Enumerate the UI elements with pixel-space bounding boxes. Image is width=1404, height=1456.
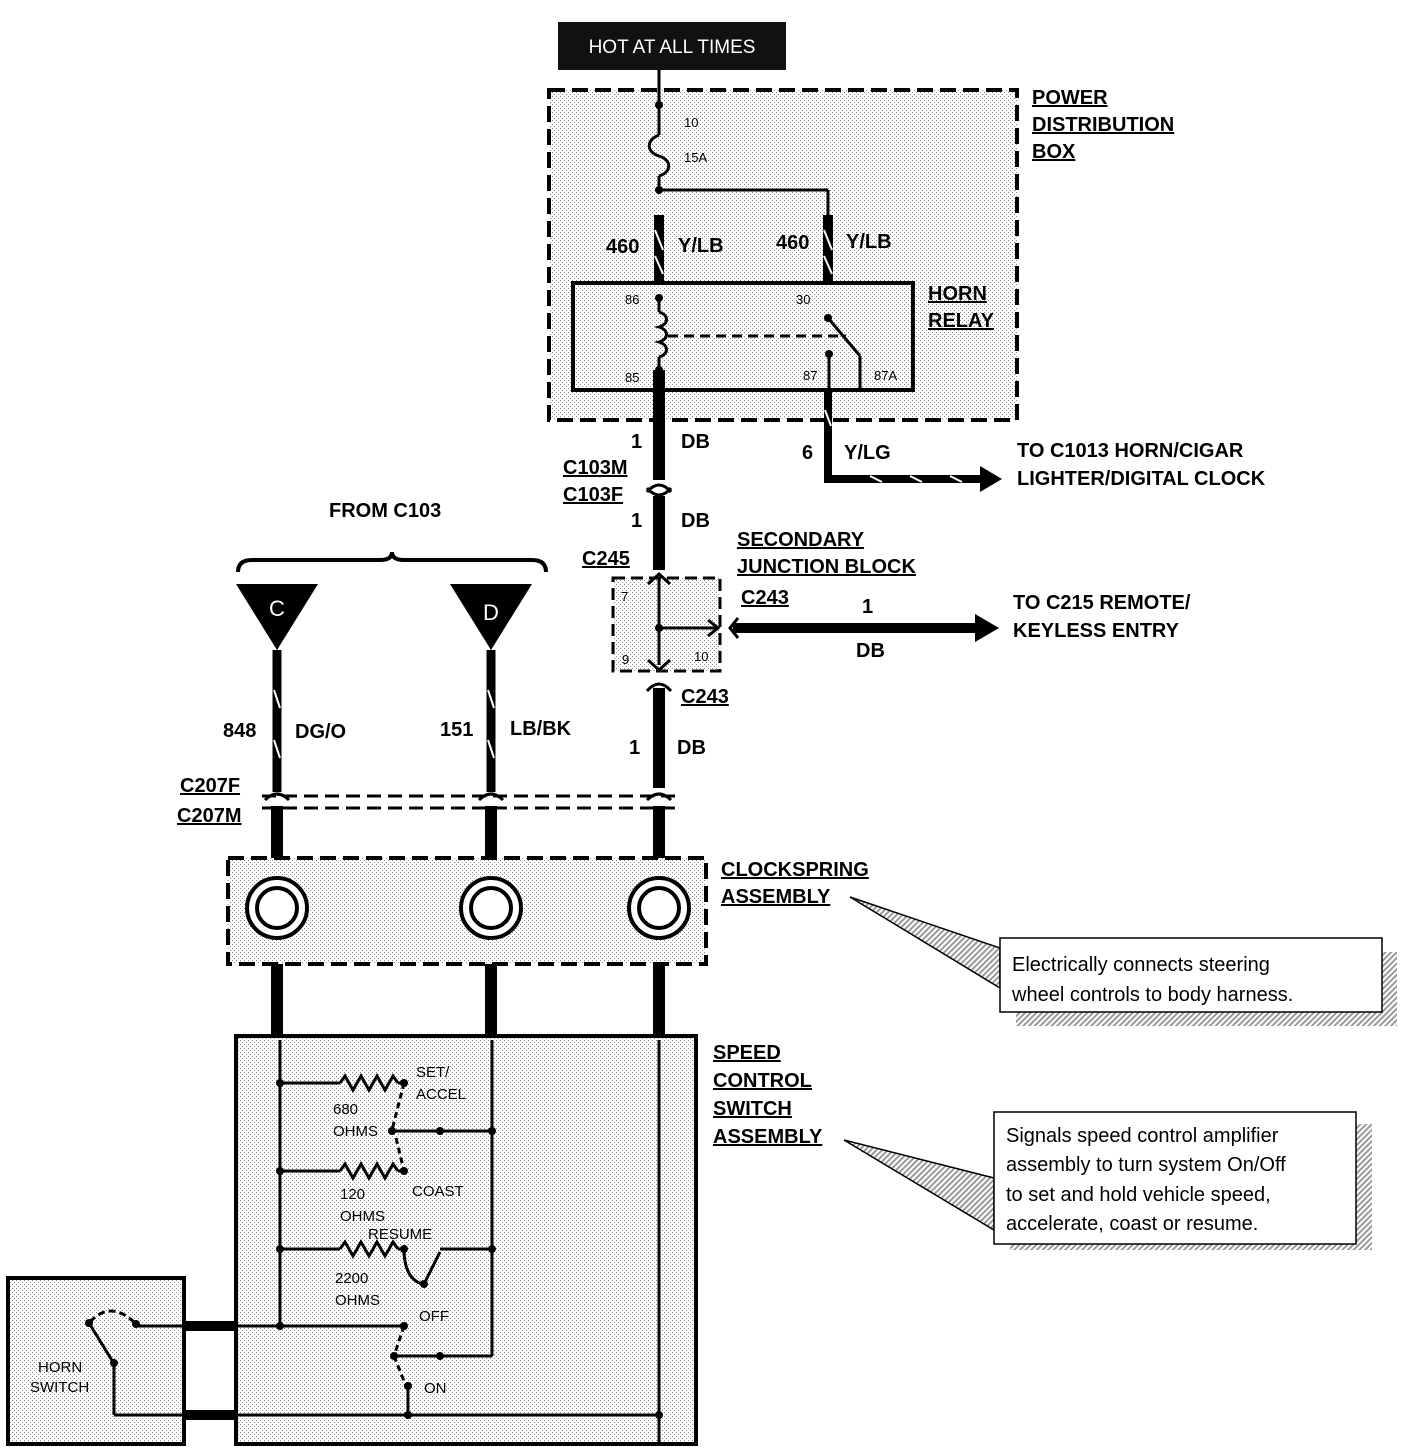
- wire-848-color: DG/O: [295, 721, 346, 743]
- c103-pin-d: D: [483, 600, 499, 625]
- set-accel-line1: SET/: [416, 1064, 450, 1081]
- hot-at-all-times-banner: HOT AT ALL TIMES: [558, 22, 786, 70]
- speed-control-callout: Signals speed control amplifier assembly…: [843, 1111, 1372, 1250]
- resume-label: RESUME: [368, 1226, 432, 1243]
- dest-horn-cigar-line1: TO C1013 HORN/CIGAR: [1017, 440, 1244, 462]
- wire-1-lower-circuit: 1: [629, 737, 640, 759]
- scs-title-line2: CONTROL: [713, 1070, 812, 1092]
- clockspring-assembly: CLOCKSPRING ASSEMBLY: [226, 856, 869, 1036]
- scs-note-line1: Signals speed control amplifier: [1006, 1125, 1279, 1147]
- connector-c103m-label: C103M: [563, 457, 627, 479]
- wire-1-relay-circuit: 1: [631, 431, 642, 453]
- relay-pin-30: 30: [796, 292, 810, 307]
- connector-c207f-label: C207F: [180, 775, 240, 797]
- scs-title-line4: ASSEMBLY: [713, 1126, 823, 1148]
- off-label: OFF: [419, 1308, 449, 1325]
- relay-pin-87: 87: [803, 368, 817, 383]
- from-c103: FROM C103 C D: [236, 500, 548, 650]
- fuse-rating: 15A: [684, 150, 707, 165]
- horn-relay: HORN RELAY 86 85 30 87 87A: [571, 281, 995, 392]
- connector-c243-top-label: C243: [741, 587, 789, 609]
- wire-1-mid-circuit: 1: [631, 510, 642, 532]
- c103-pin-c: C: [269, 596, 285, 621]
- relay-pin-85: 85: [625, 370, 639, 385]
- resistor-2200-value: 2200: [335, 1270, 368, 1287]
- wire-460-left-circuit: 460: [606, 236, 639, 258]
- clockspring-title-line2: ASSEMBLY: [721, 886, 831, 908]
- clockspring-note-line2: wheel controls to body harness.: [1011, 984, 1293, 1006]
- pdb-title-line2: DISTRIBUTION: [1032, 114, 1174, 136]
- connector-c103: C103M C103F: [563, 457, 673, 506]
- wire-1-remote: 1 DB TO C215 REMOTE/ KEYLESS ENTRY: [728, 592, 1191, 662]
- horn-relay-title-line2: RELAY: [928, 310, 995, 332]
- wire-6: 6 Y/LG TO C1013 HORN/CIGAR LIGHTER/DIGIT…: [802, 390, 1266, 492]
- set-accel-line2: ACCEL: [416, 1086, 466, 1103]
- resistor-120-unit: OHMS: [340, 1208, 385, 1225]
- wire-848-circuit: 848: [223, 720, 256, 742]
- wire-151-color: LB/BK: [510, 718, 572, 740]
- wire-1-lower-color: DB: [677, 737, 706, 759]
- horn-switch: HORN SWITCH: [6, 1276, 236, 1446]
- resistor-120-value: 120: [340, 1186, 365, 1203]
- dest-remote-entry-line2: KEYLESS ENTRY: [1013, 620, 1180, 642]
- scs-title-line1: SPEED: [713, 1042, 781, 1064]
- wire-460-left-color: Y/LB: [678, 235, 724, 257]
- connector-c207: C207F C207M: [177, 775, 675, 858]
- horn-switch-title-line2: SWITCH: [30, 1379, 89, 1396]
- wire-1-mid: 1 DB C245: [582, 496, 710, 570]
- on-label: ON: [424, 1380, 447, 1397]
- scs-note-line4: accelerate, coast or resume.: [1006, 1213, 1258, 1235]
- resistor-680-value: 680: [333, 1101, 358, 1118]
- wire-1-lower: C243 1 DB: [629, 682, 729, 788]
- wire-1-mid-color: DB: [681, 510, 710, 532]
- wire-460-pair: 460 Y/LB 460 Y/LB: [606, 188, 892, 283]
- wire-848-151: 848 DG/O 151 LB/BK: [223, 650, 572, 792]
- connector-c243-bottom-label: C243: [681, 686, 729, 708]
- relay-pin-87a: 87A: [874, 368, 897, 383]
- sjb-title-line2: JUNCTION BLOCK: [737, 556, 916, 578]
- wire-1-relay: 1 DB: [631, 370, 710, 480]
- speed-control-switch-assembly: SPEED CONTROL SWITCH ASSEMBLY SET/ ACCEL…: [190, 1034, 823, 1446]
- wire-151-circuit: 151: [440, 719, 473, 741]
- resistor-680-unit: OHMS: [333, 1123, 378, 1140]
- sjb-pin-10: 10: [694, 649, 708, 664]
- scs-note-line3: to set and hold vehicle speed,: [1006, 1184, 1271, 1206]
- hot-at-all-times-label: HOT AT ALL TIMES: [589, 37, 756, 58]
- wire-6-color: Y/LG: [844, 442, 891, 464]
- clockspring-callout: Electrically connects steering wheel con…: [849, 896, 1397, 1026]
- scs-title-line3: SWITCH: [713, 1098, 792, 1120]
- coast-label: COAST: [412, 1183, 464, 1200]
- resistor-2200-unit: OHMS: [335, 1292, 380, 1309]
- sjb-pin-9: 9: [622, 652, 629, 667]
- secondary-junction-block: 7 9 10 SECONDARY JUNCTION BLOCK C243: [611, 529, 916, 673]
- dest-horn-cigar-line2: LIGHTER/DIGITAL CLOCK: [1017, 468, 1266, 490]
- connector-c103f-label: C103F: [563, 484, 623, 506]
- power-distribution-box: POWER DISTRIBUTION BOX: [547, 87, 1174, 422]
- fuse-number: 10: [684, 115, 698, 130]
- dest-remote-entry-line1: TO C215 REMOTE/: [1013, 592, 1191, 614]
- from-c103-label: FROM C103: [329, 500, 441, 522]
- relay-pin-86: 86: [625, 292, 639, 307]
- connector-c207m-label: C207M: [177, 805, 241, 827]
- wire-6-circuit: 6: [802, 442, 813, 464]
- clockspring-note-line1: Electrically connects steering: [1012, 954, 1270, 976]
- clockspring-title-line1: CLOCKSPRING: [721, 859, 869, 881]
- horn-switch-title-line1: HORN: [38, 1359, 82, 1376]
- wire-1-remote-color: DB: [856, 640, 885, 662]
- horn-relay-title-line1: HORN: [928, 283, 987, 305]
- pdb-title-line1: POWER: [1032, 87, 1108, 109]
- wire-1-remote-circuit: 1: [862, 596, 873, 618]
- connector-c245-label: C245: [582, 548, 630, 570]
- pdb-title-line3: BOX: [1032, 141, 1076, 163]
- scs-note-line2: assembly to turn system On/Off: [1006, 1154, 1286, 1176]
- wire-460-right-circuit: 460: [776, 232, 809, 254]
- sjb-pin-7: 7: [621, 589, 628, 604]
- wire-1-relay-color: DB: [681, 431, 710, 453]
- fuse-10: 10 15A: [647, 70, 707, 194]
- sjb-title-line1: SECONDARY: [737, 529, 865, 551]
- wire-460-right-color: Y/LB: [846, 231, 892, 253]
